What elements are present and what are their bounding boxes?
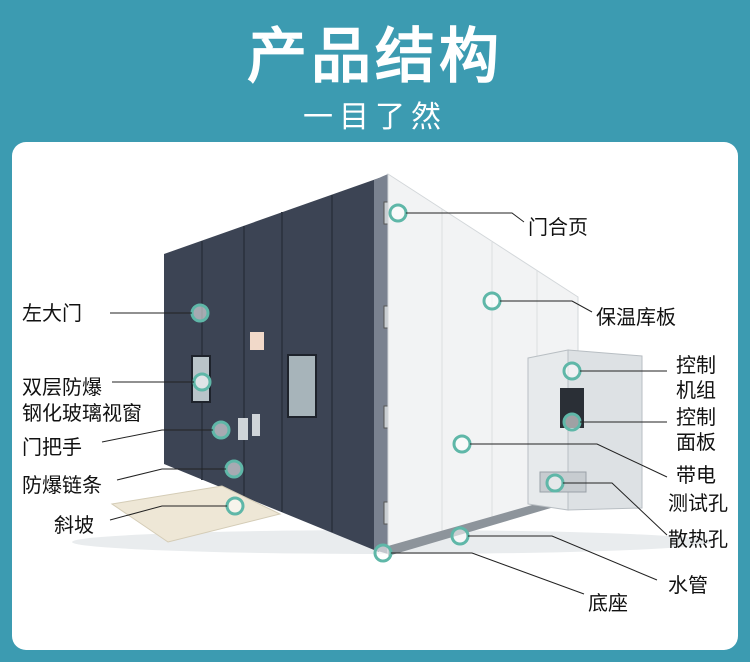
label-ramp: 斜坡 [54, 513, 94, 537]
label-chain: 防爆链条 [22, 473, 102, 497]
label-window-line2: 钢化玻璃视窗 [22, 401, 142, 425]
warning-sticker [250, 332, 264, 350]
label-test-port-line1: 带电 [676, 463, 716, 487]
marker-window [192, 372, 212, 392]
content-panel: 左大门 双层防爆 钢化玻璃视窗 门把手 防爆链条 斜坡 门合页 保温库板 控制 … [12, 142, 738, 650]
label-hinge: 门合页 [528, 215, 588, 239]
leader-ramp [109, 505, 227, 521]
leader-base [391, 552, 585, 595]
marker-ramp [225, 496, 245, 516]
chamber-base [388, 492, 578, 556]
chamber-illustration [72, 173, 712, 595]
page-title: 产品结构 [247, 22, 503, 92]
label-base: 底座 [588, 591, 628, 615]
door-handle [238, 418, 248, 440]
label-control-unit-line1: 控制 [676, 353, 716, 377]
marker-control-unit [562, 361, 582, 381]
door-handle [252, 414, 260, 436]
leader-vent [563, 482, 668, 536]
marker-base [373, 543, 393, 563]
label-window-line1: 双层防爆 [22, 375, 102, 399]
leader-lines [101, 212, 668, 595]
leader-water-pipe [468, 535, 658, 581]
marker-left-door [190, 303, 210, 323]
marker-hinge [388, 203, 408, 223]
page-subtitle: 一目了然 [303, 100, 447, 135]
marker-water-pipe [450, 526, 470, 546]
marker-insulation [482, 291, 502, 311]
leader-insulation [500, 300, 593, 313]
label-control-panel-line2: 面板 [676, 430, 716, 454]
marker-test-port [452, 434, 472, 454]
leader-test-port [470, 443, 668, 478]
leader-handle [101, 429, 213, 443]
label-control-panel-line1: 控制 [676, 405, 716, 429]
label-test-port-line2: 测试孔 [668, 491, 728, 515]
chamber-front-door [164, 178, 379, 552]
label-insulation: 保温库板 [596, 305, 676, 329]
marker-chain [224, 459, 244, 479]
label-door-handle: 门把手 [22, 435, 82, 459]
label-control-unit-line2: 机组 [676, 378, 716, 402]
viewing-window [287, 354, 317, 418]
door-frame-edge [374, 174, 388, 554]
marker-control-panel [562, 412, 582, 432]
marker-handle [211, 420, 231, 440]
label-left-door: 左大门 [22, 301, 82, 325]
marker-vent [545, 473, 565, 493]
leader-chain [116, 468, 226, 481]
label-vent: 散热孔 [668, 527, 728, 551]
label-water-pipe: 水管 [668, 573, 708, 597]
leader-hinge [406, 212, 525, 223]
control-unit-side [567, 349, 643, 511]
